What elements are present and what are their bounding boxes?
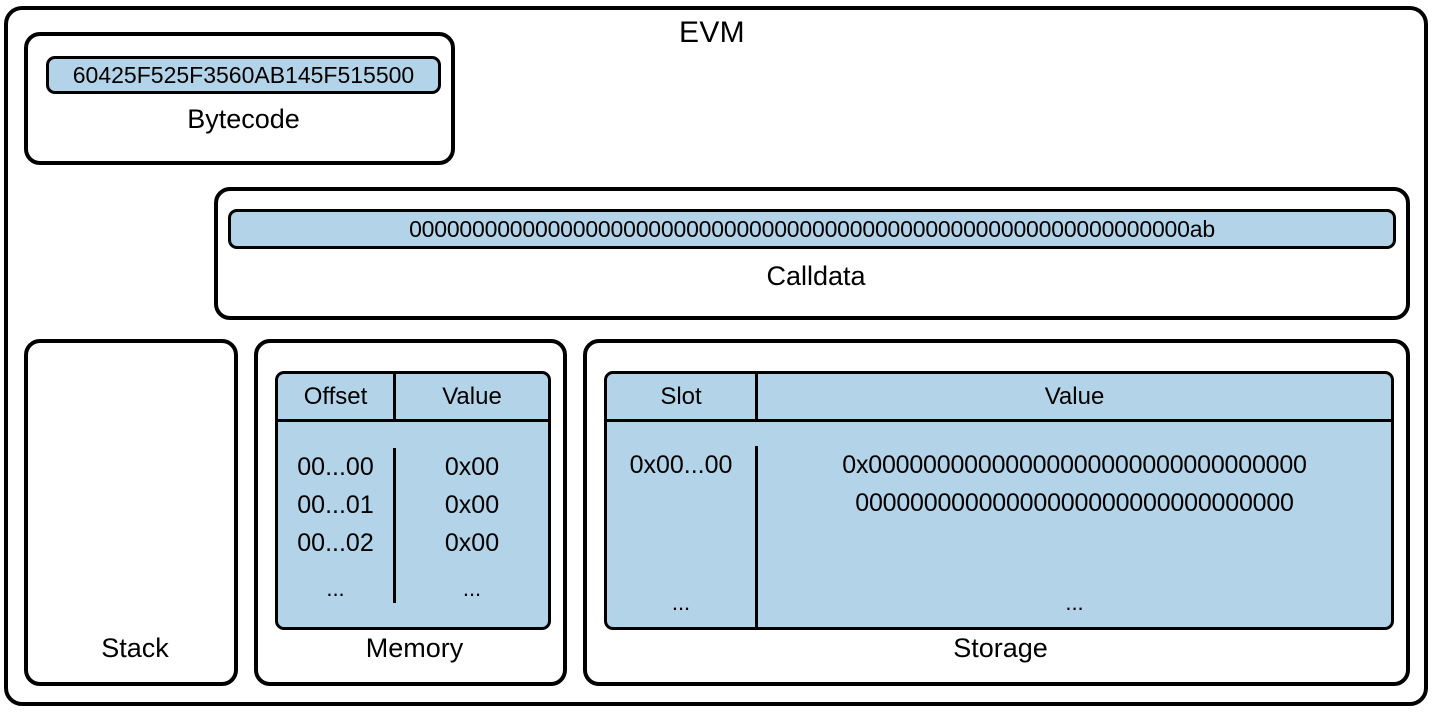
storage-slot-cell: 0x00...00: [629, 451, 733, 479]
memory-offset-ellipsis: ...: [326, 576, 345, 601]
bytecode-panel: 60425F525F3560AB145F515500 Bytecode: [24, 32, 455, 165]
calldata-value: 0000000000000000000000000000000000000000…: [228, 209, 1396, 249]
bytecode-label: Bytecode: [187, 104, 300, 134]
memory-value-column: 0x00 0x00 0x00 ...: [396, 448, 548, 603]
memory-table-body: 00...00 00...01 00...02 ... 0x00 0x00 0x…: [278, 422, 548, 603]
memory-offset-column: 00...00 00...01 00...02 ...: [278, 448, 396, 603]
evm-title: EVM: [679, 16, 745, 49]
memory-value-cell: 0x00: [444, 453, 500, 481]
bytecode-value: 60425F525F3560AB145F515500: [46, 56, 441, 94]
storage-slot-ellipsis: ...: [671, 590, 691, 615]
storage-value-column: 0x00000000000000000000000000000000 00000…: [758, 446, 1391, 627]
storage-column-header-slot: Slot: [607, 374, 758, 419]
storage-slot-column: 0x00...00 ...: [607, 446, 758, 627]
memory-column-header-value: Value: [442, 382, 502, 410]
calldata-panel: 0000000000000000000000000000000000000000…: [214, 187, 1410, 320]
memory-value-cell: 0x00: [444, 491, 500, 519]
storage-value-line-2: 00000000000000000000000000000000: [855, 489, 1294, 517]
memory-offset-cell: 00...00: [297, 453, 374, 481]
stack-panel: Stack: [24, 339, 238, 686]
evm-container: [4, 6, 1428, 706]
memory-label: Memory: [365, 633, 464, 663]
storage-table: Slot Value 0x00...00 ... 0x0000000000000…: [604, 371, 1394, 630]
memory-table: Offset Value 00...00 00...01 00...02 ...…: [275, 371, 551, 630]
stack-label: Stack: [101, 633, 169, 663]
memory-value-ellipsis: ...: [462, 576, 482, 601]
memory-offset-cell: 00...02: [297, 529, 374, 557]
memory-column-header-offset: Offset: [278, 374, 396, 419]
storage-panel: Slot Value 0x00...00 ... 0x0000000000000…: [583, 339, 1410, 686]
storage-value-ellipsis: ...: [1065, 590, 1084, 615]
memory-value-cell: 0x00: [444, 529, 500, 557]
storage-column-header-value: Value: [1044, 382, 1105, 410]
storage-table-header-row: Slot Value: [607, 374, 1391, 422]
storage-value-line-1: 0x00000000000000000000000000000000: [842, 451, 1307, 479]
memory-table-header-row: Offset Value: [278, 374, 548, 422]
storage-table-body: 0x00...00 ... 0x000000000000000000000000…: [607, 422, 1391, 627]
calldata-label: Calldata: [766, 261, 866, 291]
memory-offset-cell: 00...01: [297, 491, 374, 519]
memory-panel: Offset Value 00...00 00...01 00...02 ...…: [254, 339, 567, 686]
storage-label: Storage: [953, 633, 1048, 663]
